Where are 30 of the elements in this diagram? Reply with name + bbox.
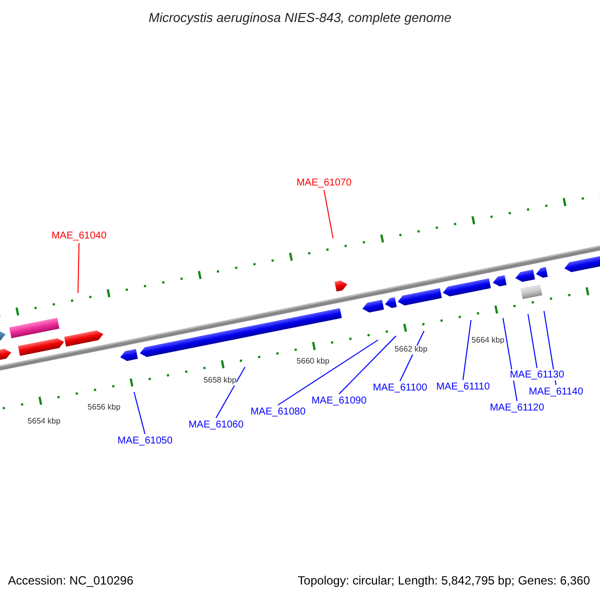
gene-label: MAE_61050: [117, 436, 173, 446]
leader-line: [78, 242, 80, 294]
scale-label: 5656 kbp: [88, 404, 120, 412]
scale-label: 5654 kbp: [28, 418, 60, 426]
gene-label: MAE_61120: [490, 402, 544, 414]
gene-label: MAE_61060: [188, 420, 244, 430]
leader-line: [528, 314, 538, 368]
gene-label: MAE_61040: [51, 230, 107, 242]
leader-line: [462, 320, 472, 380]
scale-label: 5662 kbp: [394, 346, 428, 354]
title: Microcystis aeruginosa NIES-843, complete genome: [148, 10, 452, 26]
leader-line: [502, 318, 518, 402]
leader-line: [216, 366, 246, 418]
leader-line: [338, 336, 396, 394]
accession-text: Accession: NC_010296: [8, 574, 134, 588]
gene-label: MAE_61100: [372, 382, 428, 394]
scale-label: 5660 kbp: [296, 358, 330, 366]
leader-line: [134, 392, 146, 434]
gene-label: MAE_61090: [311, 396, 367, 406]
genome-stats-text: Topology: circular; Length: 5,842,795 bp; Genes: 6,360: [298, 574, 590, 588]
leader-line: [544, 310, 556, 386]
scale-label: 5658 kbp: [204, 376, 236, 386]
gene-label: MAE_61110: [436, 382, 490, 392]
leader-line: [278, 340, 378, 406]
leader-line: [324, 190, 334, 238]
gene-label: MAE_61070: [296, 178, 352, 188]
gene-label: MAE_61140: [528, 386, 584, 398]
gene-label: MAE_61130: [510, 370, 564, 380]
scale-label: 5664 kbp: [472, 336, 504, 346]
gene-label: MAE_61080: [250, 406, 306, 418]
